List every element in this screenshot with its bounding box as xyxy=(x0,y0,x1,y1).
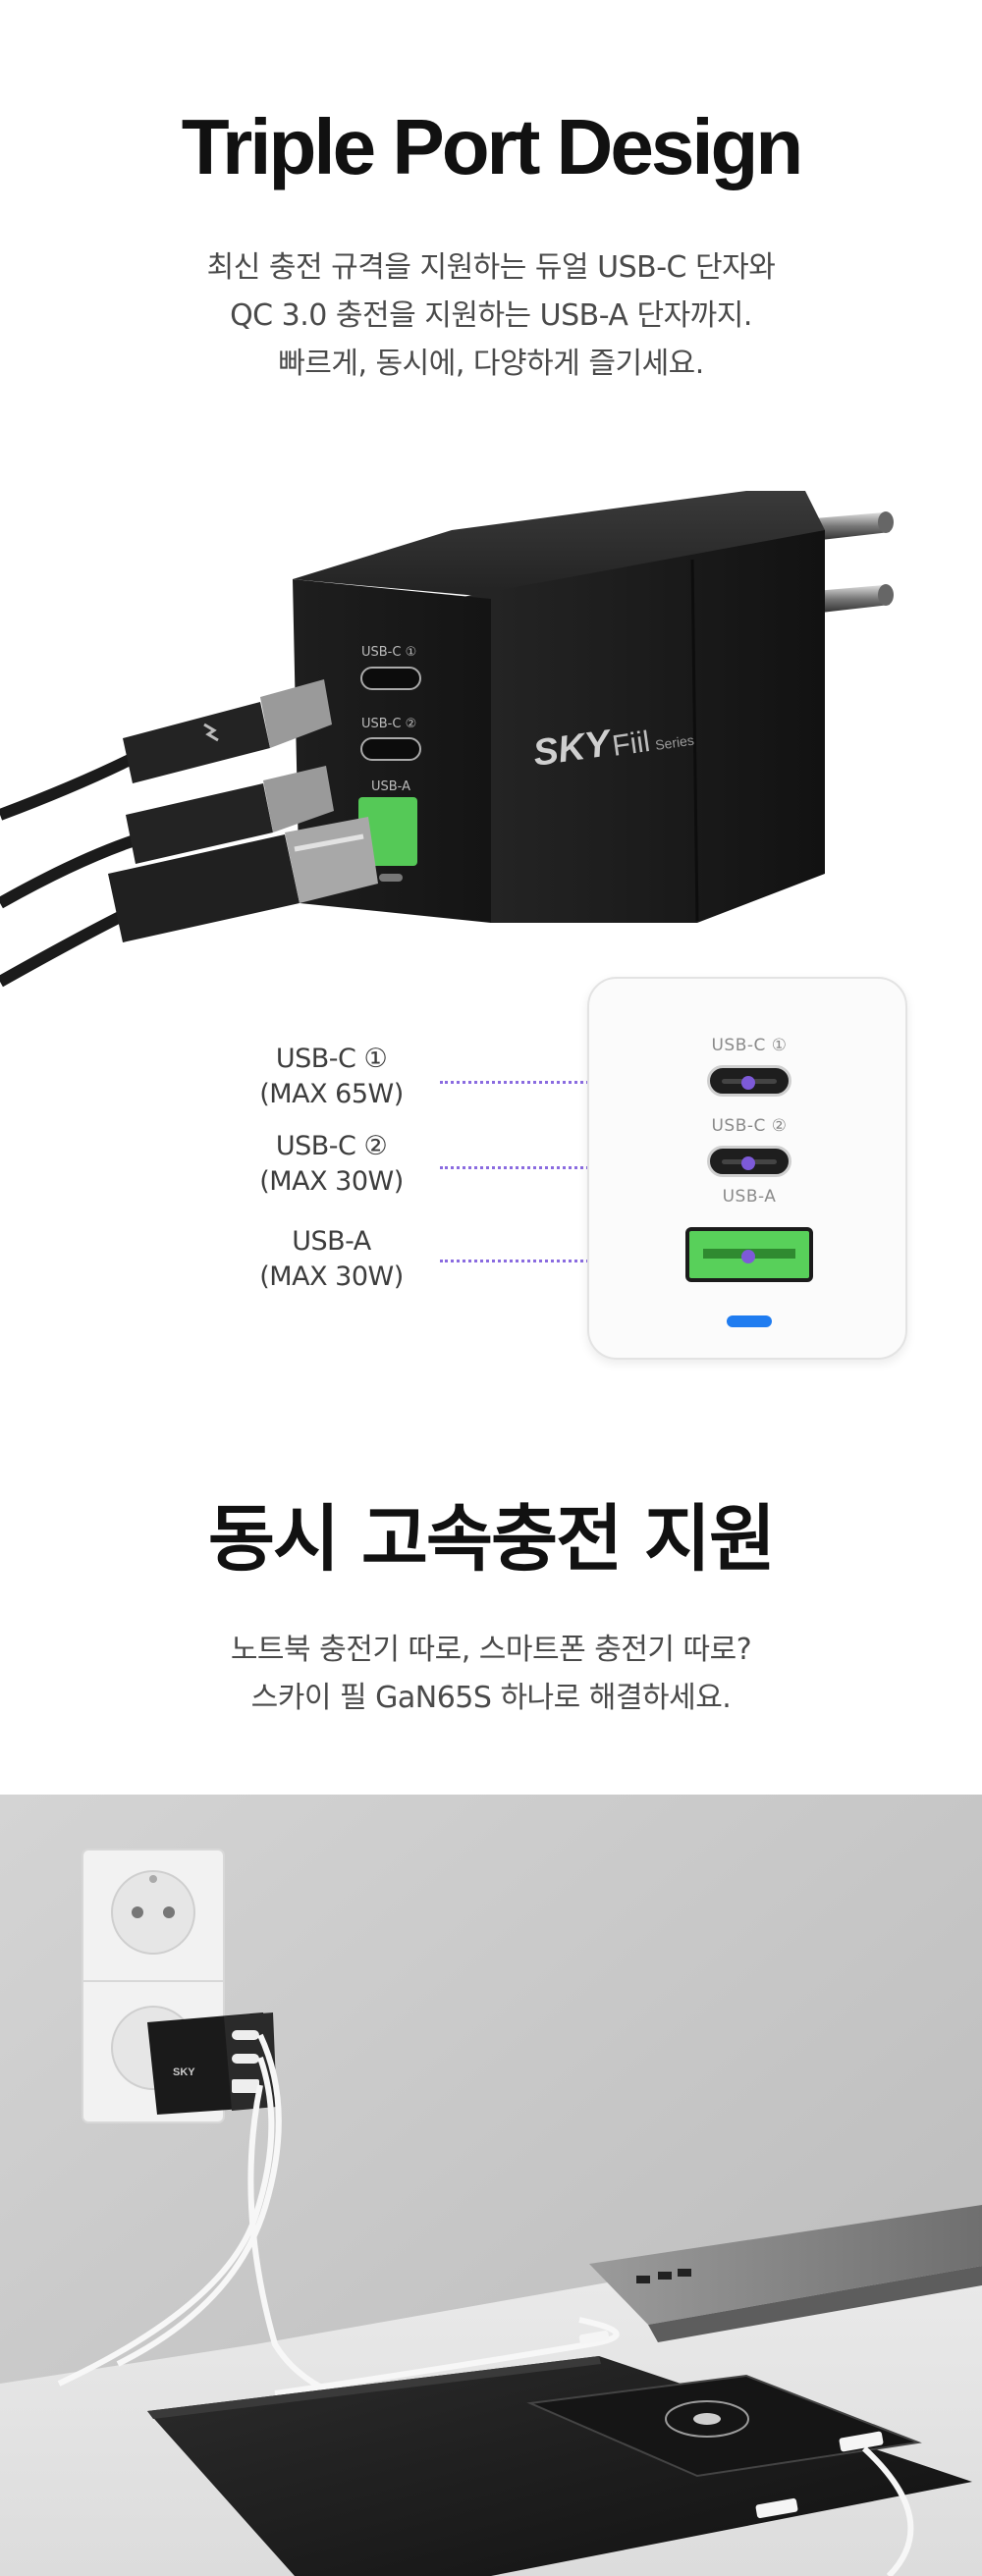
description-line: QC 3.0 충전을 지원하는 USB-A 단자까지. xyxy=(230,298,752,333)
charger-brand-text: SKY xyxy=(173,2066,195,2078)
indicator-dot xyxy=(741,1156,755,1170)
description-line: 스카이 필 GaN65S 하나로 해결하세요. xyxy=(250,1681,732,1715)
front-port-label: USB-C ① xyxy=(711,1036,788,1055)
front-port-label: USB-C ② xyxy=(711,1116,788,1136)
model-text: Fiil xyxy=(610,725,652,763)
section-description-1: 최신 충전 규격을 지원하는 듀얼 USB-C 단자와 QC 3.0 충전을 지… xyxy=(0,243,982,388)
led-indicator xyxy=(727,1315,772,1327)
port-label-usb-a: USB-A (MAX 30W) xyxy=(246,1224,417,1295)
front-port-label: USB-A xyxy=(722,1187,777,1207)
lifestyle-photo: SKY xyxy=(0,1795,982,2576)
plugged-charger: SKY xyxy=(147,2012,277,2115)
section-description-2: 노트북 충전기 따로, 스마트폰 충전기 따로? 스카이 필 GaN65S 하나… xyxy=(0,1626,982,1722)
port-spec: (MAX 30W) xyxy=(259,1261,404,1292)
indicator-dot xyxy=(741,1076,755,1090)
port-label-usb-c-1: USB-C ① (MAX 65W) xyxy=(246,1042,417,1112)
side-port-label: USB-C ② xyxy=(361,717,416,731)
port-spec: (MAX 30W) xyxy=(259,1166,404,1197)
usb-cables xyxy=(0,679,378,988)
series-text: Series xyxy=(654,732,695,753)
port-spec: (MAX 65W) xyxy=(259,1079,404,1109)
port-name: USB-C ② xyxy=(275,1131,388,1161)
smartphone xyxy=(526,2374,922,2478)
side-port-label: USB-C ① xyxy=(361,645,416,660)
laptop xyxy=(589,2205,982,2342)
tablet xyxy=(147,2356,972,2576)
description-line: 최신 충전 규격을 지원하는 듀얼 USB-C 단자와 xyxy=(206,250,776,285)
port-name: USB-A xyxy=(292,1226,371,1257)
section-title-simultaneous-charging: 동시 고속충전 지원 xyxy=(207,1497,776,1582)
charger-hero-image: SKY Fiil Series USB-C ① USB-C ② USB-A xyxy=(0,491,894,988)
description-line: 빠르게, 동시에, 다양하게 즐기세요. xyxy=(278,347,704,381)
charger-front-view: USB-C ① USB-C ② USB-A xyxy=(587,977,907,1360)
port-name: USB-C ① xyxy=(275,1044,388,1074)
section-title-triple-port: Triple Port Design xyxy=(181,103,804,190)
port-label-usb-c-2: USB-C ② (MAX 30W) xyxy=(246,1129,417,1200)
side-port-label: USB-A xyxy=(371,779,410,794)
usb-plugs xyxy=(578,2330,884,2519)
indicator-dot xyxy=(741,1250,755,1263)
plug-pins xyxy=(815,511,894,613)
description-line: 노트북 충전기 따로, 스마트폰 충전기 따로? xyxy=(230,1633,752,1667)
